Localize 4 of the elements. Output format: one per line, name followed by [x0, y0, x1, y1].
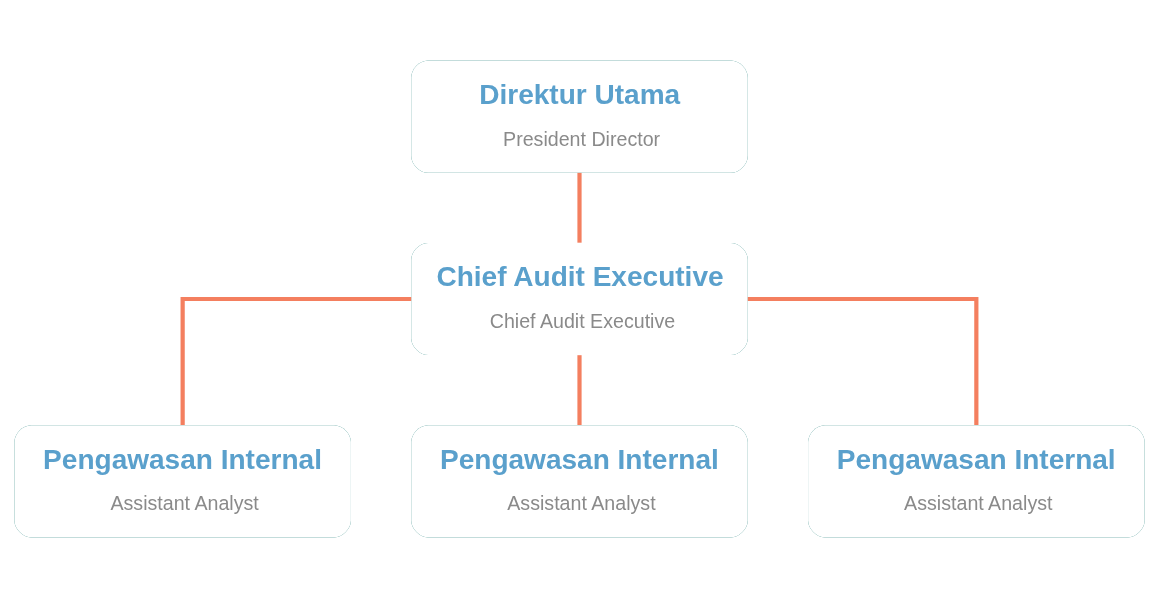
connector — [577, 354, 582, 425]
connector — [747, 296, 979, 425]
connector — [180, 296, 412, 425]
connector — [577, 172, 582, 243]
